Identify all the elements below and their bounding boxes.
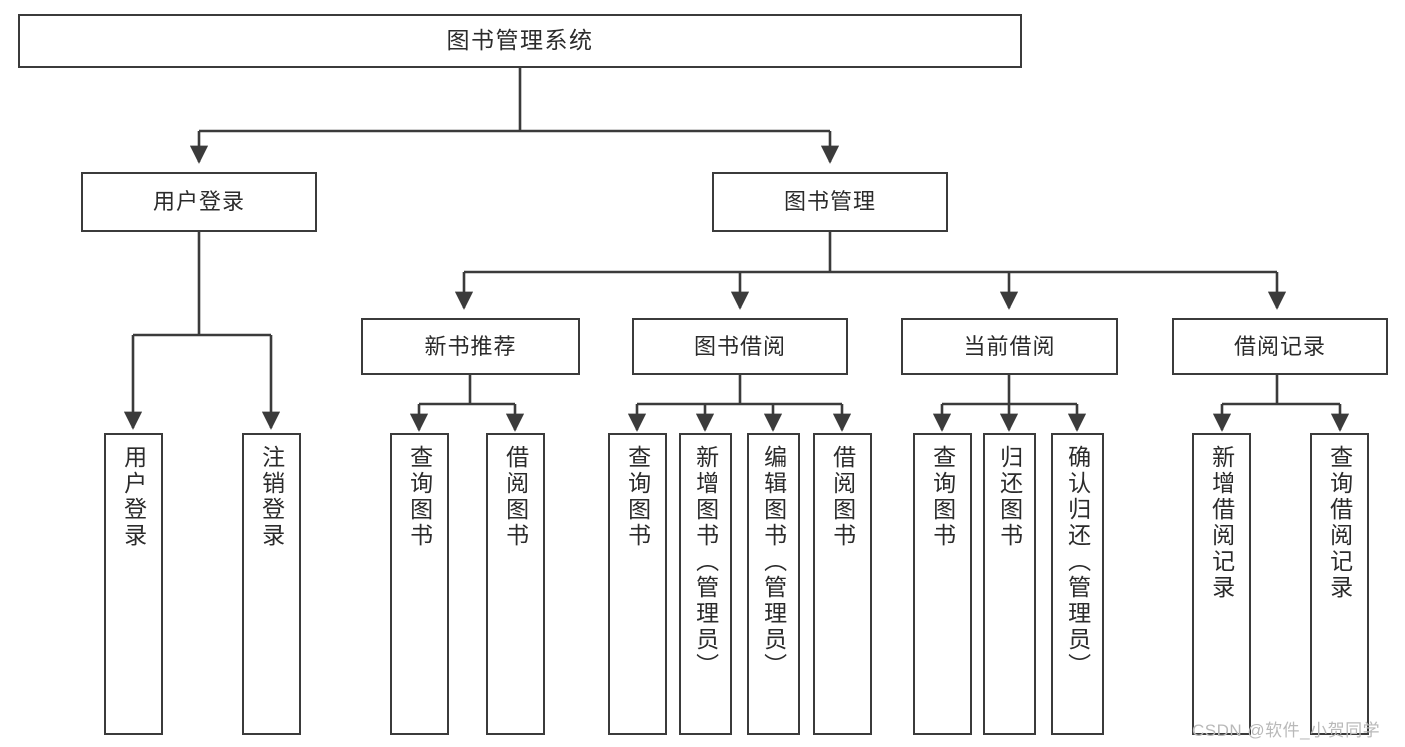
node-label: 借阅图书 — [502, 445, 529, 549]
node-new-book-recommend[interactable]: 新书推荐 — [361, 318, 580, 375]
node-label: 新增借阅记录 — [1208, 445, 1235, 601]
node-label: 借阅记录 — [1233, 333, 1326, 359]
node-book-management[interactable]: 图书管理 — [712, 172, 948, 232]
leaf-book-borrow-edit-book-admin[interactable]: 编辑图书（管理员） — [747, 433, 800, 735]
leaf-book-borrow-borrow-book[interactable]: 借阅图书 — [813, 433, 872, 735]
node-label: 新增图书（管理员） — [692, 445, 719, 679]
node-label: 用户登录 — [120, 445, 147, 549]
node-label: 借阅图书 — [829, 445, 856, 549]
node-label: 当前借阅 — [963, 333, 1056, 359]
node-current-borrow[interactable]: 当前借阅 — [901, 318, 1118, 375]
leaf-user-login-login[interactable]: 用户登录 — [104, 433, 163, 735]
leaf-current-borrow-confirm-return-admin[interactable]: 确认归还（管理员） — [1051, 433, 1104, 735]
node-label: 查询图书 — [929, 445, 956, 549]
node-label: 编辑图书（管理员） — [760, 445, 787, 679]
leaf-user-login-logout[interactable]: 注销登录 — [242, 433, 301, 735]
node-label: 图书借阅 — [693, 333, 786, 359]
watermark-text: CSDN @软件_小贺同学 — [1192, 721, 1381, 740]
node-root-book-management-system[interactable]: 图书管理系统 — [18, 14, 1022, 68]
node-label: 图书管理系统 — [446, 27, 594, 54]
leaf-current-borrow-query-book[interactable]: 查询图书 — [913, 433, 972, 735]
node-label: 查询图书 — [624, 445, 651, 549]
node-borrow-record[interactable]: 借阅记录 — [1172, 318, 1388, 375]
node-label: 新书推荐 — [424, 333, 517, 359]
node-label: 查询借阅记录 — [1326, 445, 1353, 601]
leaf-new-book-borrow-book[interactable]: 借阅图书 — [486, 433, 545, 735]
node-label: 注销登录 — [258, 445, 285, 549]
leaf-book-borrow-query-book[interactable]: 查询图书 — [608, 433, 667, 735]
node-label: 图书管理 — [783, 189, 876, 215]
node-label: 查询图书 — [406, 445, 433, 549]
node-label: 用户登录 — [152, 189, 245, 215]
leaf-current-borrow-return-book[interactable]: 归还图书 — [983, 433, 1036, 735]
leaf-new-book-query-book[interactable]: 查询图书 — [390, 433, 449, 735]
node-label: 确认归还（管理员） — [1064, 445, 1091, 679]
node-label: 归还图书 — [996, 445, 1023, 549]
leaf-borrow-record-query-record[interactable]: 查询借阅记录 — [1310, 433, 1369, 735]
node-user-login[interactable]: 用户登录 — [81, 172, 317, 232]
leaf-borrow-record-add-record[interactable]: 新增借阅记录 — [1192, 433, 1251, 735]
node-book-borrow[interactable]: 图书借阅 — [632, 318, 848, 375]
leaf-book-borrow-add-book-admin[interactable]: 新增图书（管理员） — [679, 433, 732, 735]
